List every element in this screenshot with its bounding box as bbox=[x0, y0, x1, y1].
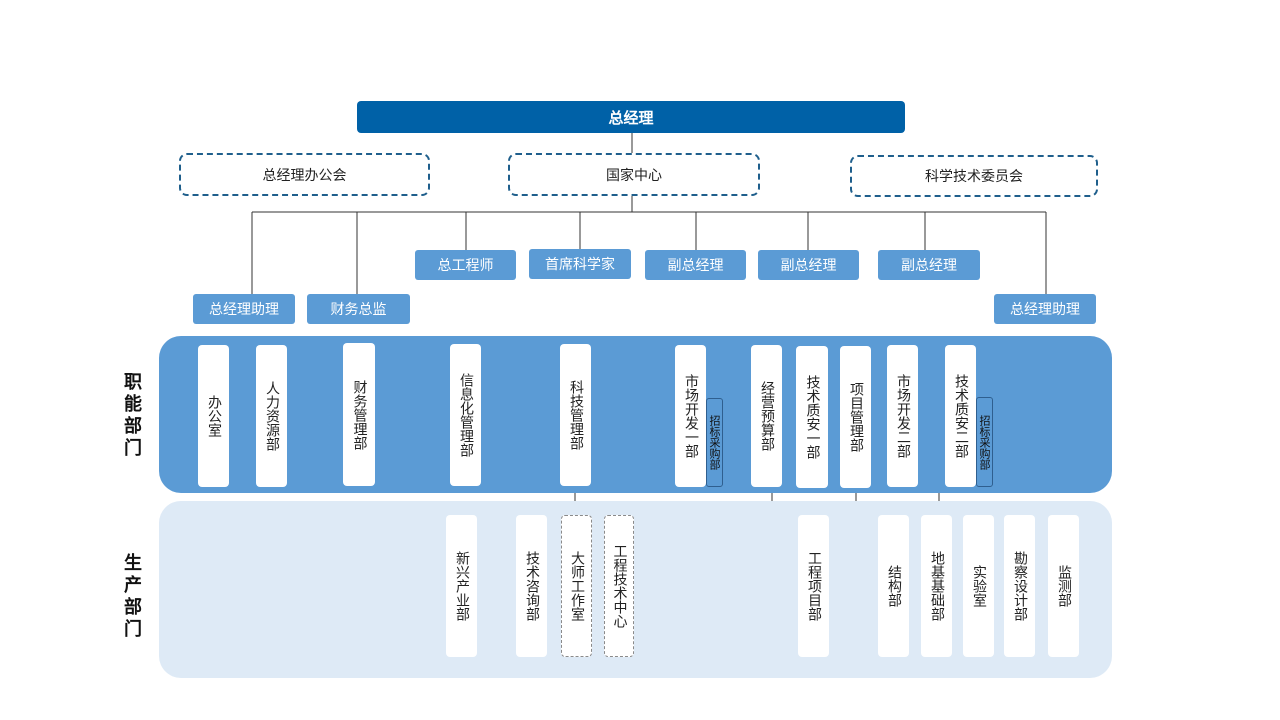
production-dept: 工程技术中心 bbox=[604, 515, 634, 657]
production-band bbox=[159, 501, 1112, 678]
production-dept: 新兴产业部 bbox=[446, 515, 477, 657]
functional-dept: 技术质安二部 bbox=[945, 345, 976, 487]
production-dept: 结构部 bbox=[878, 515, 909, 657]
vice-gm-2-box: 副总经理 bbox=[758, 250, 859, 280]
functional-dept-tag: 招标采购部 bbox=[976, 397, 993, 487]
functional-dept: 人力资源部 bbox=[256, 345, 287, 487]
functional-dept-tag: 招标采购部 bbox=[706, 398, 723, 487]
vice-gm-1-box: 副总经理 bbox=[645, 250, 746, 280]
functional-dept: 科技管理部 bbox=[560, 344, 591, 486]
production-band-label: 生产部门 bbox=[124, 553, 142, 640]
vice-gm-1-label: 副总经理 bbox=[667, 258, 724, 274]
functional-dept: 技术质安一部 bbox=[796, 346, 828, 488]
production-dept: 地基基础部 bbox=[921, 515, 952, 657]
general-manager-box: 总经理 bbox=[357, 101, 905, 133]
chief-scientist-label: 首席科学家 bbox=[545, 257, 615, 273]
functional-band-label: 职能部门 bbox=[124, 372, 142, 459]
chief-engineer-label: 总工程师 bbox=[437, 258, 494, 274]
cfo-box: 财务总监 bbox=[307, 294, 410, 324]
gm-assistant-left-label: 总经理助理 bbox=[209, 302, 279, 318]
production-dept: 监测部 bbox=[1048, 515, 1079, 657]
vice-gm-2-label: 副总经理 bbox=[780, 258, 837, 274]
production-dept: 大师工作室 bbox=[561, 515, 592, 657]
functional-dept: 信息化管理部 bbox=[450, 344, 481, 486]
production-dept: 工程项目部 bbox=[798, 515, 829, 657]
national-center-label: 国家中心 bbox=[606, 167, 662, 184]
gm-assistant-right-box: 总经理助理 bbox=[994, 294, 1096, 324]
functional-dept: 市场开发一部 bbox=[675, 345, 706, 487]
production-dept: 技术咨询部 bbox=[516, 515, 547, 657]
production-dept: 实验室 bbox=[963, 515, 994, 657]
functional-dept: 办公室 bbox=[198, 345, 229, 487]
chief-engineer-box: 总工程师 bbox=[415, 250, 516, 280]
functional-dept: 市场开发二部 bbox=[887, 345, 918, 487]
functional-dept: 经营预算部 bbox=[751, 345, 782, 487]
vice-gm-3-box: 副总经理 bbox=[878, 250, 980, 280]
general-manager-label: 总经理 bbox=[608, 108, 654, 127]
gm-assistant-right-label: 总经理助理 bbox=[1010, 302, 1080, 318]
gm-office-meeting-box: 总经理办公会 bbox=[179, 153, 430, 196]
chief-scientist-box: 首席科学家 bbox=[529, 249, 631, 279]
gm-assistant-left-box: 总经理助理 bbox=[193, 294, 295, 324]
science-committee-label: 科学技术委员会 bbox=[925, 169, 1023, 185]
science-committee-box: 科学技术委员会 bbox=[850, 155, 1098, 197]
production-dept: 勘察设计部 bbox=[1004, 515, 1035, 657]
functional-dept: 项目管理部 bbox=[840, 346, 871, 488]
functional-dept: 财务管理部 bbox=[343, 343, 375, 486]
cfo-label: 财务总监 bbox=[330, 302, 387, 318]
vice-gm-3-label: 副总经理 bbox=[901, 258, 957, 274]
gm-office-meeting-label: 总经理办公会 bbox=[262, 167, 347, 184]
national-center-box: 国家中心 bbox=[508, 153, 760, 196]
